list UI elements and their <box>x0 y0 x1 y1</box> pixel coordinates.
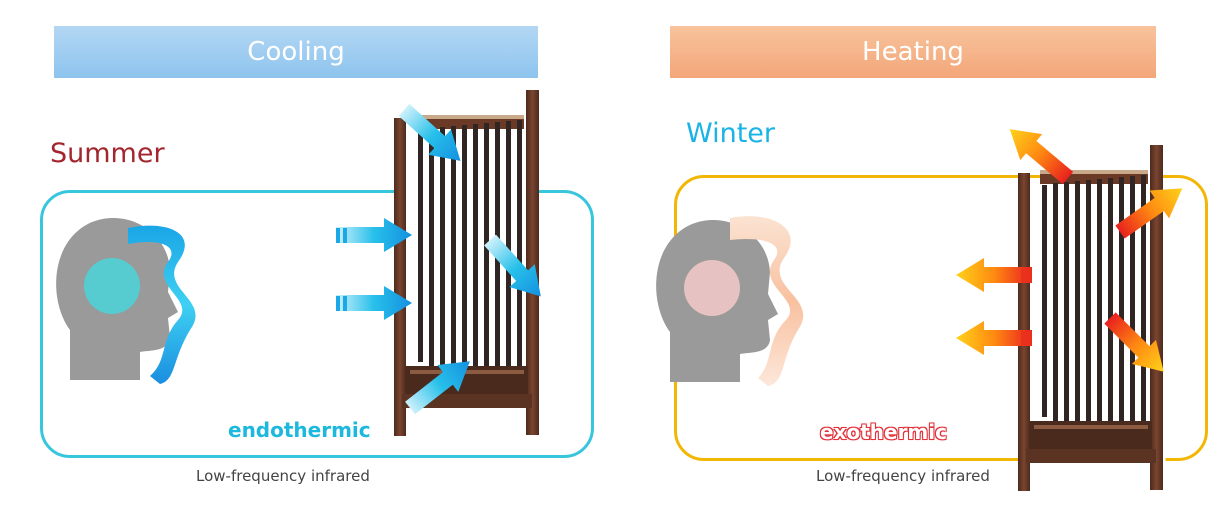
cooling-frame <box>40 190 594 458</box>
cooling-illustration <box>56 90 554 436</box>
exothermic-label: exothermic <box>820 420 947 444</box>
heating-illustration <box>656 116 1193 491</box>
heating-panel: Heating Winter exothermic Low-fr <box>612 0 1224 512</box>
wave-icon <box>128 225 196 384</box>
heating-caption: Low-frequency infrared <box>816 467 990 485</box>
summer-label: Summer <box>50 138 165 169</box>
heating-banner: Heating <box>670 26 1156 78</box>
cooling-banner: Cooling <box>54 26 538 78</box>
wave-icon <box>730 216 804 386</box>
radiator-panel-icon <box>1018 145 1166 491</box>
endothermic-label: endothermic <box>228 418 371 442</box>
cooling-caption: Low-frequency infrared <box>196 467 370 485</box>
head-silhouette-icon <box>56 217 178 380</box>
head-silhouette-icon <box>656 219 778 382</box>
winter-label: Winter <box>686 118 776 149</box>
cooling-panel: Cooling Summer endothermic Low-f <box>40 26 594 485</box>
